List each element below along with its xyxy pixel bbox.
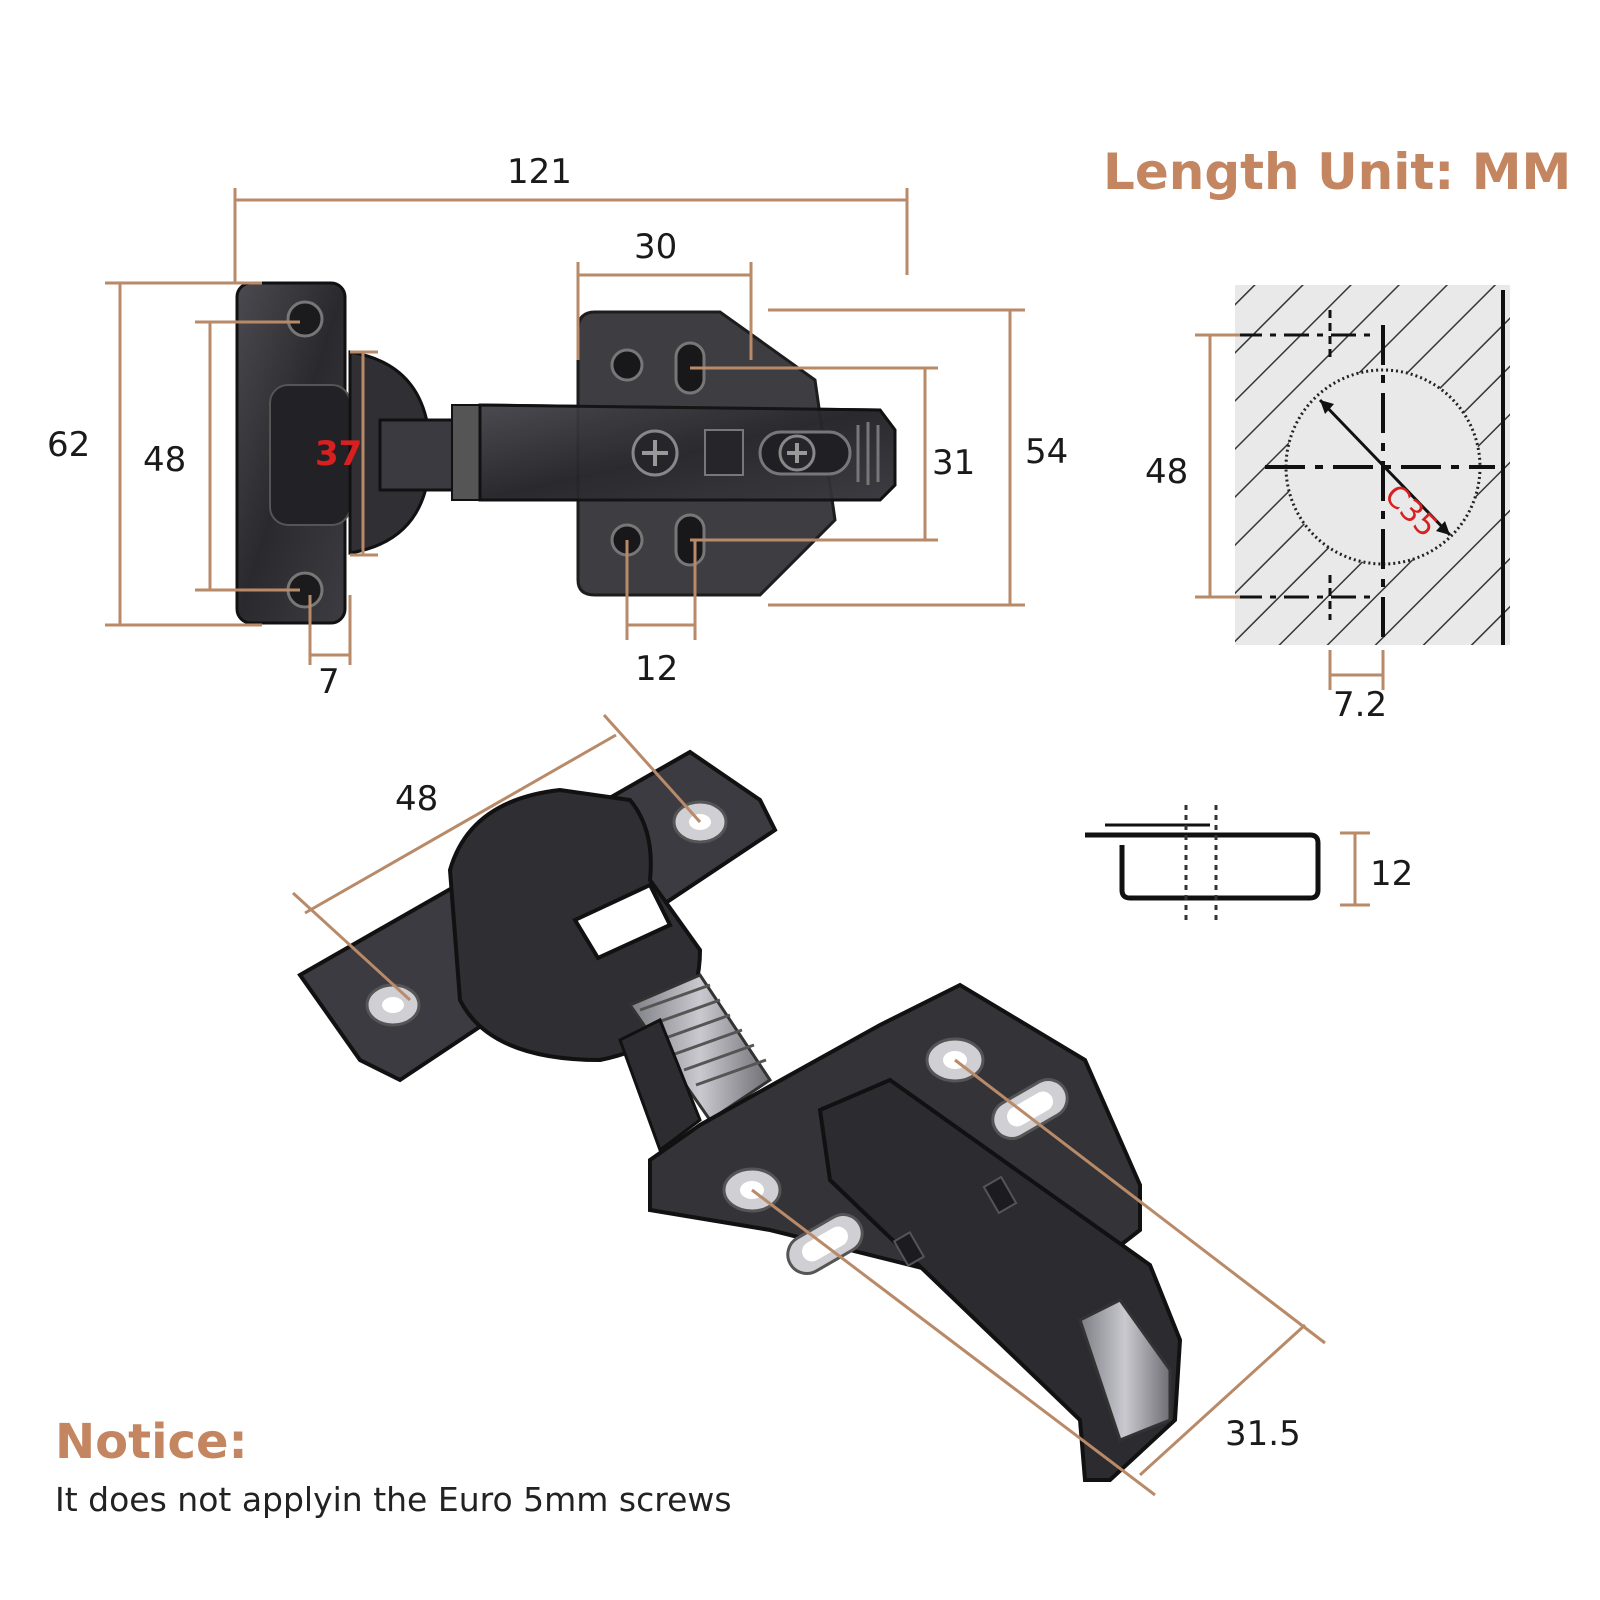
dim-cup-size: 37	[315, 434, 363, 474]
dim-side-height: 62	[47, 425, 91, 465]
dim-cup-offset: 7	[318, 662, 340, 702]
cup-depth-diagram	[1085, 805, 1321, 920]
dim-drill-hole-spacing: 48	[1145, 452, 1189, 492]
dim-cup-depth: 12	[1370, 854, 1414, 894]
angled-spring-coils	[639, 983, 767, 1087]
dim-angled-cup-spacing: 48	[395, 779, 439, 819]
notice-heading: Notice:	[55, 1414, 248, 1470]
arm-window	[704, 429, 744, 476]
dim-cup-hole-spacing: 48	[143, 440, 187, 480]
angled-cup-window	[572, 882, 673, 961]
screw-hole-top	[286, 300, 324, 338]
unit-title: Length Unit: MM	[1103, 143, 1572, 201]
angled-link	[618, 1017, 702, 1153]
drill-dimensions	[1195, 333, 1385, 690]
angled-hole-bottom-inner	[382, 997, 404, 1013]
dim-overall-length: 121	[507, 152, 572, 192]
hinge-arm	[378, 418, 457, 492]
cup-depth-dimension	[1340, 831, 1370, 907]
drill-pattern	[1235, 285, 1510, 645]
angled-dimensions	[291, 713, 1326, 1497]
dim-plate-height: 54	[1025, 432, 1069, 472]
angled-arm-insert	[1078, 1298, 1172, 1442]
notice-text: It does not applyin the Euro 5mm screws	[55, 1480, 732, 1519]
angled-cup-dome	[447, 787, 703, 1063]
arm-ribs	[856, 422, 880, 485]
top-view-hinge	[235, 281, 897, 625]
hinge-main-arm-over	[478, 403, 897, 502]
dim-angled-plate-width: 31.5	[1225, 1414, 1301, 1454]
dim-drill-edge-offset: 7.2	[1333, 685, 1388, 725]
plate-hole-tl	[610, 348, 644, 382]
dim-plate-slot-offset: 12	[635, 649, 679, 689]
angled-view-hinge	[297, 749, 1183, 1482]
top-view-dimensions	[105, 188, 1025, 665]
hinge-spring	[451, 404, 483, 501]
slot-screw-cross	[787, 443, 807, 463]
angled-arm	[817, 1077, 1183, 1482]
dim-plate-spacing: 31	[932, 443, 976, 483]
angled-plate-slot-1-inner	[1007, 1091, 1053, 1127]
angled-arm-tab-2	[892, 1231, 926, 1267]
angled-arm-tab	[982, 1175, 1018, 1215]
dim-plate-hole-spacing: 30	[634, 227, 678, 267]
screw-cross	[642, 440, 668, 466]
